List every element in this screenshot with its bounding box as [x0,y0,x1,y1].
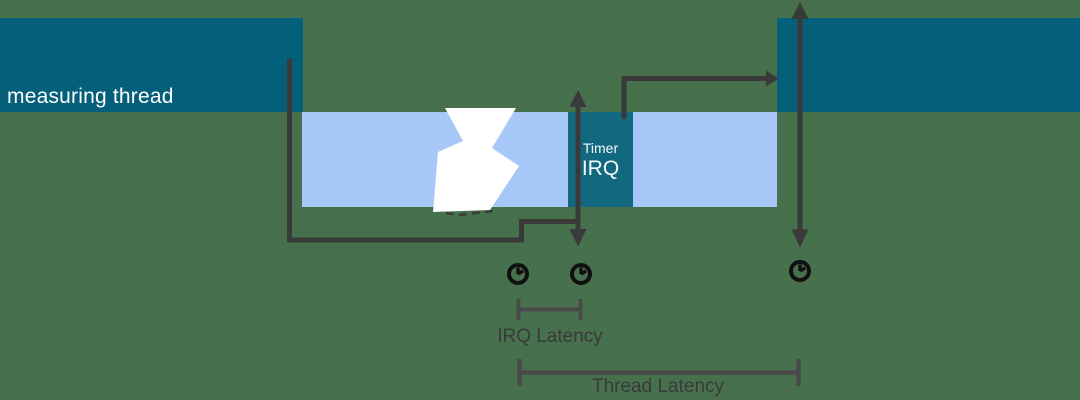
irq-time-marker-arrow [569,90,587,247]
thread-sleep-connector-line [287,59,578,243]
timer-period-band [302,112,777,207]
thread-latency-bracket [517,359,801,386]
measuring-thread-band-left [0,18,303,112]
thread-resume-marker-arrow [791,2,809,248]
irq-latency-label: IRQ Latency [497,326,603,347]
timer-block-label-line1: Timer [582,139,619,156]
measuring-thread-label: measuring thread [7,85,174,108]
timer-irq-block-label: Timer IRQ [568,112,633,207]
clock-icon [570,263,592,285]
clock-icon [507,263,529,285]
irq-to-thread-wakeup-arrow [621,76,766,119]
thread-latency-label: Thread Latency [591,376,725,397]
irq-latency-bracket [516,299,583,320]
measuring-thread-band-right [777,18,1080,112]
clock-icon [789,260,811,282]
irq-to-thread-wakeup-arrowhead [766,70,779,87]
timer-block-label-line2: IRQ [581,156,620,180]
break-tear-icon [433,108,519,212]
break-tear-edge [445,209,495,217]
